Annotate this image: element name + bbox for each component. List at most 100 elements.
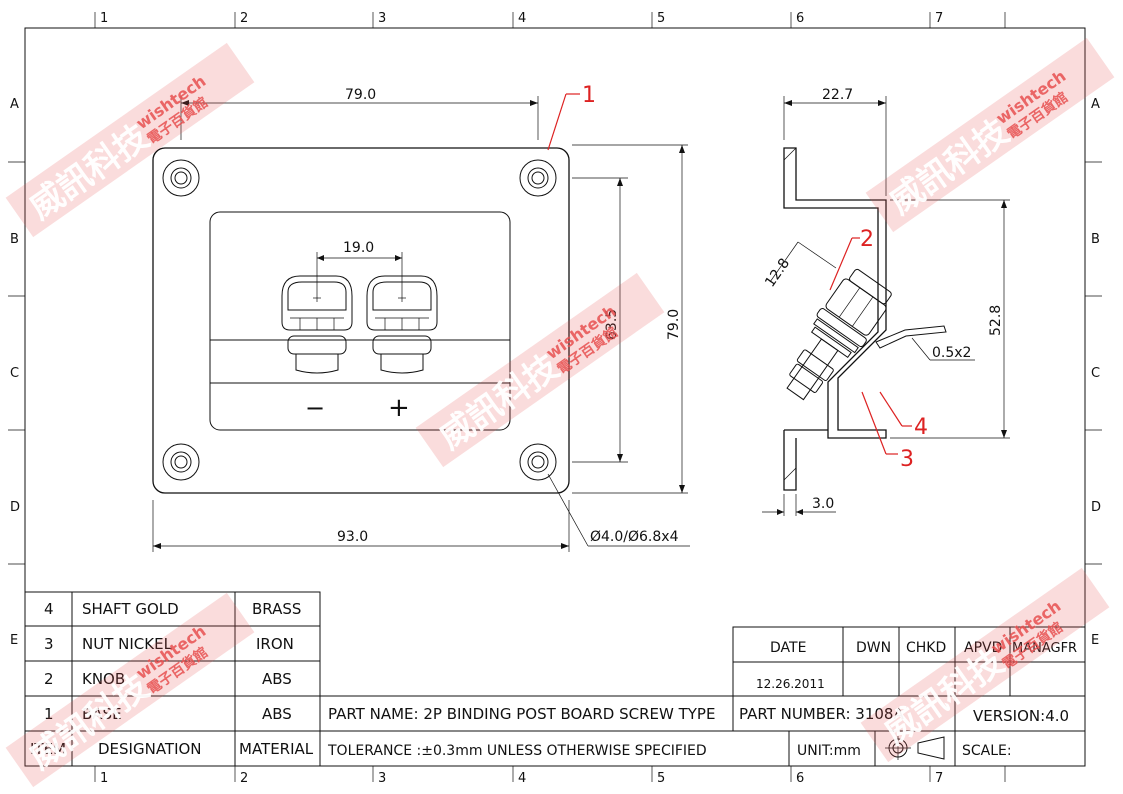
side-binding-post <box>786 268 892 401</box>
bill-of-materials: 4 SHAFT GOLD BRASS 3 NUT NICKEL IRON 2 K… <box>24 591 321 767</box>
bom-material-2: ABS <box>262 670 292 688</box>
hole-callout-text: Ø4.0/Ø6.8x4 <box>590 529 679 545</box>
col-label-top-6: 6 <box>796 11 804 26</box>
col-label-top-7: 7 <box>935 11 943 26</box>
balloon-3-text: 3 <box>900 447 914 472</box>
row-ticks <box>8 161 1102 565</box>
dim-outer-height: 79.0 <box>572 144 688 494</box>
title-tolerance: TOLERANCE :±0.3mm UNLESS OTHERWISE SPECI… <box>327 743 707 759</box>
col-label-bottom-4: 4 <box>518 771 526 786</box>
watermark-logo: 威訊科技 wishtech 電子百貨館 <box>415 272 665 468</box>
projection-symbol-icon <box>885 736 945 760</box>
bom-material-1: ABS <box>262 705 292 723</box>
dim-post-diameter: 12.8 <box>762 241 837 290</box>
dim-thickness-text: 3.0 <box>812 496 834 512</box>
mounting-hole-top-right <box>519 159 557 197</box>
col-label-bottom-3: 3 <box>378 771 386 786</box>
row-label-right-c: C <box>1091 366 1100 381</box>
dim-side-height: 52.8 <box>890 199 1010 439</box>
title-part-number: PART NUMBER: 3108A <box>739 705 904 723</box>
bom-material-4: BRASS <box>252 600 301 618</box>
dim-bottom-width-text: 93.0 <box>337 529 368 545</box>
bom-designation-2: KNOB <box>82 670 125 688</box>
title-dwn-label: DWN <box>856 640 891 656</box>
balloon-1-text: 1 <box>582 83 596 108</box>
dim-post-spacing-text: 19.0 <box>343 240 374 256</box>
dim-depth: 22.7 <box>783 87 887 196</box>
col-label-top-5: 5 <box>657 11 665 26</box>
bom-designation-3: NUT NICKEL <box>82 635 173 653</box>
row-label-left-e: E <box>10 633 18 648</box>
col-label-bottom-1: 1 <box>100 771 108 786</box>
mounting-hole-bottom-right <box>519 443 557 481</box>
dim-side-height-text: 52.8 <box>988 305 1004 336</box>
col-label-bottom-2: 2 <box>240 771 248 786</box>
balloon-2-text: 2 <box>860 227 874 252</box>
dim-top-width-text: 79.0 <box>345 87 376 103</box>
plus-symbol: + <box>388 393 410 423</box>
bom-item-4: 4 <box>44 600 54 618</box>
row-label-right-d: D <box>1091 500 1101 515</box>
front-view: − + 79.0 19.0 63.5 79.0 <box>152 83 690 552</box>
row-label-right-a: A <box>1091 97 1100 112</box>
dim-inner-height-text: 63.5 <box>604 309 620 340</box>
watermark-stamps: 威訊科技 wishtech 電子百貨館 威訊科技 wishtech 電子百貨館 … <box>5 37 1115 788</box>
minus-symbol: − <box>305 394 325 422</box>
watermark-logo: 威訊科技 wishtech 電子百貨館 <box>5 42 255 238</box>
title-managfr-label: MANAGFR <box>1012 641 1077 656</box>
mounting-hole-top-left <box>162 159 200 197</box>
solder-lug <box>875 325 947 349</box>
column-zone-labels: 1 2 3 4 5 6 7 1 2 3 4 5 6 7 <box>100 11 943 786</box>
dim-top-width: 79.0 <box>180 87 539 140</box>
row-label-left-b: B <box>10 232 19 247</box>
bom-header-material: MATERIAL <box>239 740 314 758</box>
title-apvd-label: APVD <box>964 640 1002 656</box>
mounting-hole-bottom-left <box>162 443 200 481</box>
base-plate-outline <box>152 147 570 494</box>
col-label-bottom-5: 5 <box>657 771 665 786</box>
balloon-4: 4 <box>879 391 928 440</box>
dim-inner-height: 63.5 <box>572 177 628 463</box>
bom-header-item: ITEM <box>30 740 66 758</box>
recess-panel <box>209 211 511 431</box>
column-ticks <box>94 12 1006 782</box>
col-label-top-4: 4 <box>518 11 526 26</box>
watermark-logo: 威訊科技 wishtech 電子百貨館 <box>860 567 1110 763</box>
bom-designation-1: BASE <box>82 705 122 723</box>
dim-post-spacing: 19.0 <box>316 240 403 294</box>
dim-thickness: 3.0 <box>762 494 836 516</box>
watermark-logo: 威訊科技 wishtech 電子百貨館 <box>865 37 1115 233</box>
row-label-left-a: A <box>10 97 19 112</box>
bom-item-3: 3 <box>44 635 54 653</box>
bom-item-1: 1 <box>44 705 54 723</box>
title-chkd-label: CHKD <box>906 640 946 656</box>
title-scale: SCALE: <box>962 743 1012 759</box>
balloon-3: 3 <box>861 391 914 472</box>
binding-post-left <box>281 275 353 374</box>
dim-lug: 0.5x2 <box>911 337 975 361</box>
row-zone-labels: A B C D E A B C D E <box>10 97 1101 648</box>
title-block: DATE DWN CHKD APVD MANAGFR 12.26.2011 PA… <box>319 626 1086 767</box>
row-label-right-e: E <box>1091 633 1099 648</box>
bom-item-2: 2 <box>44 670 54 688</box>
title-unit: UNIT:mm <box>797 743 861 759</box>
row-label-right-b: B <box>1091 232 1100 247</box>
balloon-4-text: 4 <box>914 415 928 440</box>
dim-outer-height-text: 79.0 <box>666 309 682 340</box>
title-part-name: PART NAME: 2P BINDING POST BOARD SCREW T… <box>328 705 715 723</box>
row-label-left-d: D <box>10 500 20 515</box>
bom-designation-4: SHAFT GOLD <box>82 600 179 618</box>
balloon-2: 2 <box>829 227 874 291</box>
col-label-bottom-7: 7 <box>935 771 943 786</box>
side-view: 22.7 52.8 12.8 0.5x2 3.0 <box>762 87 1010 516</box>
hole-callout: Ø4.0/Ø6.8x4 <box>547 473 690 547</box>
bom-material-3: IRON <box>256 635 294 653</box>
col-label-top-1: 1 <box>100 11 108 26</box>
col-label-bottom-6: 6 <box>796 771 804 786</box>
dim-lug-text: 0.5x2 <box>932 345 971 361</box>
dim-depth-text: 22.7 <box>822 87 853 103</box>
balloon-1: 1 <box>547 83 596 151</box>
bom-header-designation: DESIGNATION <box>98 740 202 758</box>
bracket-profile <box>783 147 887 439</box>
